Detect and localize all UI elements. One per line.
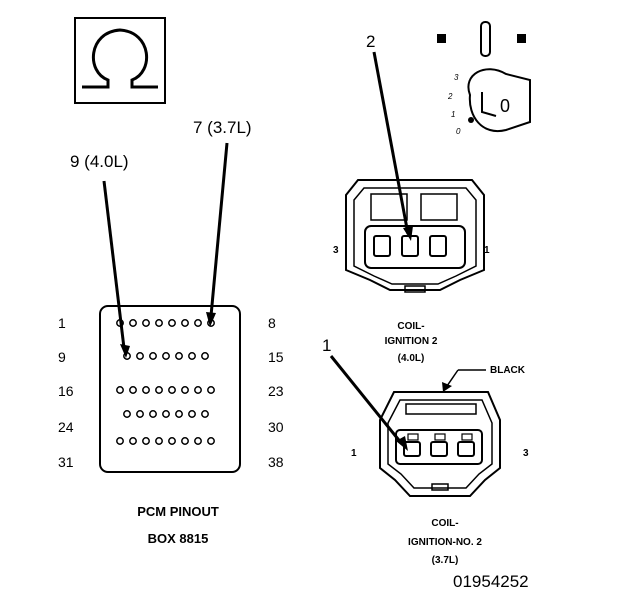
- callout-2-label: 2: [366, 32, 375, 51]
- pcm-row-label-left-5: 31: [58, 454, 74, 470]
- key-position-3: 3: [454, 73, 459, 82]
- key-position-0: 0: [456, 127, 461, 136]
- pcm-row-label-left-3: 16: [58, 383, 74, 399]
- pcm-pin: [116, 437, 124, 445]
- pcm-pin: [142, 386, 150, 394]
- pcm-pin: [207, 386, 215, 394]
- pcm-row-labels-left: 1 9 16 24 31: [58, 315, 74, 470]
- coil-upper-side-left: 3: [333, 245, 339, 256]
- ignition-key-indicator: 3 2 1 0 0: [437, 21, 531, 136]
- pcm-pin: [129, 437, 137, 445]
- coil-lower-caption-line2: IGNITION-NO. 2: [408, 537, 482, 548]
- pcm-pin: [181, 319, 189, 327]
- pcm-connector: [99, 305, 241, 473]
- pcm-row-label-left-1: 1: [58, 315, 66, 331]
- pcm-pin: [149, 352, 157, 360]
- pcm-pin: [207, 437, 215, 445]
- pcm-pin: [136, 352, 144, 360]
- pcm-row-label-right-5: 38: [268, 454, 284, 470]
- pcm-pin: [162, 352, 170, 360]
- callout-2-arrow: [372, 51, 413, 241]
- pcm-pin: [168, 386, 176, 394]
- pcm-row-label-right-1: 8: [268, 315, 276, 331]
- coil-lower-side-right: 3: [523, 448, 529, 459]
- pcm-row-label-right-2: 15: [268, 349, 284, 365]
- key-position-2: 2: [447, 92, 453, 101]
- pcm-pin: [188, 352, 196, 360]
- pcm-caption-line1: PCM PINOUT: [137, 504, 219, 519]
- pin-9-arrow: [102, 180, 130, 358]
- pcm-pin: [129, 386, 137, 394]
- black-wire-label: BLACK: [490, 365, 526, 376]
- pcm-pin: [181, 386, 189, 394]
- pin-9-label: 9 (4.0L): [70, 152, 129, 171]
- coil-lower-caption-line1: COIL-: [431, 518, 458, 529]
- pcm-pin: [201, 410, 209, 418]
- pcm-pin: [155, 319, 163, 327]
- coil-lower-caption-line3: (3.7L): [432, 555, 459, 566]
- pcm-pin: [123, 410, 131, 418]
- pcm-pin: [162, 410, 170, 418]
- pcm-pin: [201, 352, 209, 360]
- pcm-pin: [175, 410, 183, 418]
- coil-upper-caption-line2: IGNITION 2: [385, 336, 438, 347]
- pcm-pin: [136, 410, 144, 418]
- ohm-symbol-box: [74, 17, 166, 104]
- pcm-pin: [194, 386, 202, 394]
- pcm-pin: [175, 352, 183, 360]
- coil-upper-caption-line1: COIL-: [397, 321, 424, 332]
- pcm-pin: [116, 386, 124, 394]
- pcm-row-label-right-4: 30: [268, 419, 284, 435]
- pcm-pin: [194, 437, 202, 445]
- pcm-pin: [142, 319, 150, 327]
- pcm-pin: [142, 437, 150, 445]
- pcm-pin: [129, 319, 137, 327]
- pcm-caption-line2: BOX 8815: [148, 531, 209, 546]
- coil-connector-lower: [379, 391, 501, 497]
- pcm-pin: [149, 410, 157, 418]
- pcm-pin: [155, 437, 163, 445]
- pcm-pin: [168, 437, 176, 445]
- pin-7-label: 7 (3.7L): [193, 118, 252, 137]
- pcm-row-label-left-2: 9: [58, 349, 66, 365]
- coil-lower-side-left: 1: [351, 448, 357, 459]
- pcm-pin: [181, 437, 189, 445]
- pcm-row-label-left-4: 24: [58, 419, 74, 435]
- key-position-1: 1: [451, 110, 455, 119]
- coil-upper-side-right: 1: [484, 245, 490, 256]
- pcm-pin: [188, 410, 196, 418]
- coil-connector-upper: [345, 179, 485, 293]
- pcm-row-labels-right: 8 15 23 30 38: [268, 315, 284, 470]
- pin-7-arrow: [206, 142, 229, 327]
- key-label: 0: [500, 96, 510, 116]
- black-wire-leader: [442, 369, 486, 392]
- figure-id: 01954252: [453, 572, 529, 591]
- callout-1-label: 1: [322, 336, 331, 355]
- pcm-pin: [155, 386, 163, 394]
- pcm-pin: [168, 319, 176, 327]
- coil-upper-caption-line3: (4.0L): [398, 353, 425, 364]
- pcm-row-label-right-3: 23: [268, 383, 284, 399]
- pcm-pin: [194, 319, 202, 327]
- pcm-pin-grid: [116, 319, 215, 445]
